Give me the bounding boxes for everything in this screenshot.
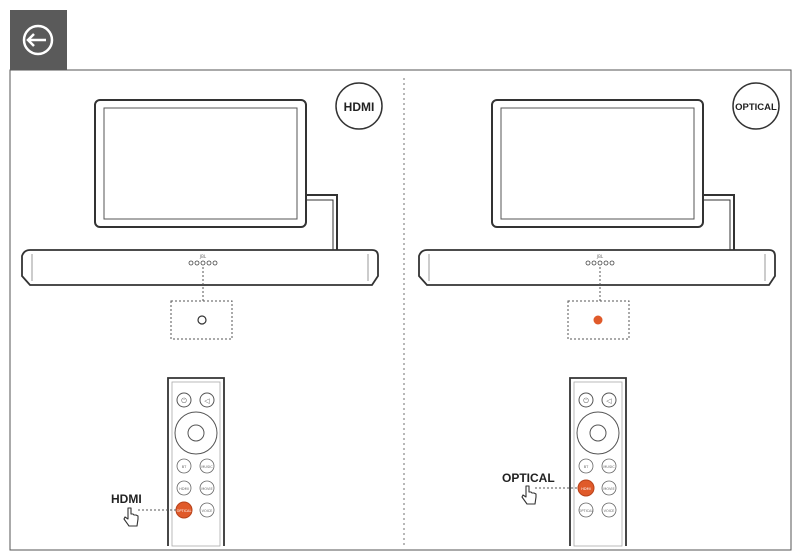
status-led-off xyxy=(197,315,207,325)
optical-callout-label: OPTICAL xyxy=(502,471,555,485)
tv-icon xyxy=(491,99,704,228)
hand-pointer-icon xyxy=(123,507,139,527)
remote-bt-label: BT xyxy=(182,465,187,469)
panel-hdmi: HDMI JBL ⏻ xyxy=(21,82,383,547)
remote-music-label: MUSIC xyxy=(201,465,213,469)
remote-voice-label: VOICE xyxy=(604,509,615,513)
panel-optical: OPTICAL JBL ⏻ ◁ xyxy=(418,82,780,547)
cable-inner xyxy=(306,199,334,250)
cable-inner xyxy=(703,199,731,250)
soundbar-icon: JBL xyxy=(21,249,379,286)
remote-source-label: ◁ xyxy=(606,397,612,405)
svg-text:JBL: JBL xyxy=(596,254,604,259)
remote-source-label: ◁ xyxy=(204,397,210,405)
tv-icon xyxy=(94,99,307,228)
optical-button-highlight xyxy=(577,479,595,497)
remote-optical-label: OPTICAL xyxy=(177,509,192,513)
hdmi-badge: HDMI xyxy=(335,82,383,130)
remote-movie-label: MOVIE xyxy=(201,487,212,491)
remote-optical-label: OPTICAL xyxy=(579,509,594,513)
cable xyxy=(703,194,735,250)
remote-power-label: ⏻ xyxy=(181,397,187,405)
remote-hdmi-label: HDMI xyxy=(581,487,590,491)
soundbar-icon: JBL xyxy=(418,249,776,286)
hdmi-badge-label: HDMI xyxy=(344,100,375,114)
remote-voice-label: VOICE xyxy=(202,509,213,513)
optical-badge: OPTICAL xyxy=(732,82,780,130)
hdmi-callout-label: HDMI xyxy=(111,492,142,506)
cable xyxy=(306,194,338,250)
status-led-on xyxy=(593,315,603,325)
remote-movie-label: MOVIE xyxy=(603,487,614,491)
remote-control: ⏻ ◁ BT MUSIC HDMI MOVIE OPTICAL VOICE xyxy=(569,377,627,547)
remote-power-label: ⏻ xyxy=(583,397,589,405)
remote-music-label: MUSIC xyxy=(603,465,615,469)
remote-bt-label: BT xyxy=(584,465,589,469)
remote-control: ⏻ ◁ BT MUSIC HDMI MOVIE OPTICAL VOICE xyxy=(167,377,225,547)
hand-pointer-icon xyxy=(521,485,537,505)
optical-badge-label: OPTICAL xyxy=(735,102,777,113)
remote-hdmi-label: HDMI xyxy=(179,487,188,491)
svg-text:JBL: JBL xyxy=(199,254,207,259)
input-source-icon xyxy=(10,10,67,70)
